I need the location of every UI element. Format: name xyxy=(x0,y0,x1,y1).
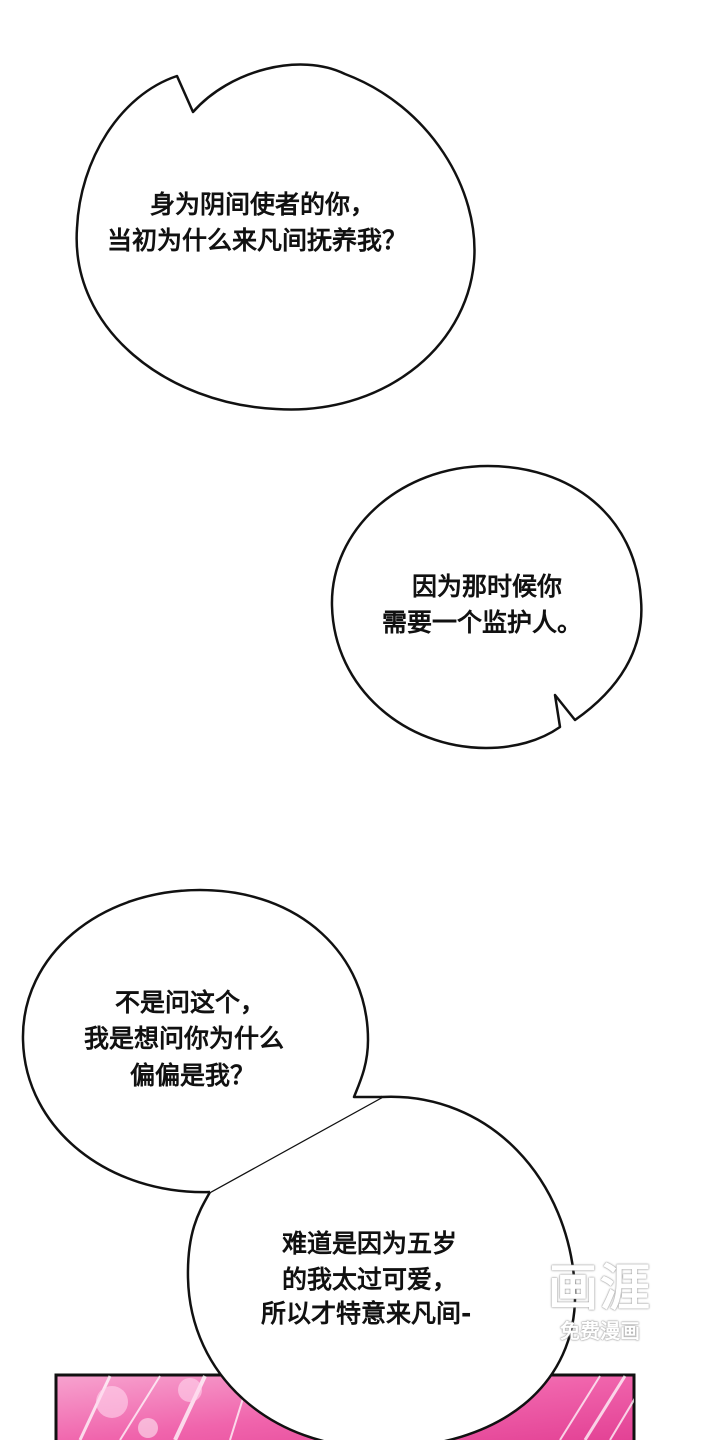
speech-bubble-2 xyxy=(330,464,643,750)
speech-bubble-4 xyxy=(186,1095,577,1440)
bubble-1-line-1: 身为阴间使者的你， xyxy=(150,190,376,219)
bubble-4-line-3: 所以才特意来凡间- xyxy=(261,1299,472,1328)
bubble-3-line-1: 不是问这个， xyxy=(115,988,266,1017)
watermark-subtitle: 免费漫画 xyxy=(560,1319,640,1343)
bubble-4-line-2: 的我太过可爱， xyxy=(282,1265,458,1294)
bubble-2-line-1: 因为那时候你 xyxy=(412,572,563,601)
bubble-3-line-2: 我是想问你为什么 xyxy=(84,1024,285,1053)
speech-bubble-1 xyxy=(75,63,476,411)
bubble-1-line-2: 当初为什么来凡间抚养我？ xyxy=(107,226,408,255)
watermark-logo: 画涯 xyxy=(548,1259,652,1317)
watermark: 画涯 免费漫画 xyxy=(536,1258,664,1344)
bubble-4-line-1: 难道是因为五岁 xyxy=(282,1229,458,1258)
bubble-2-line-2: 需要一个监护人。 xyxy=(382,608,583,637)
speech-bubble-3 xyxy=(21,888,382,1194)
bubble-3-line-3: 偏偏是我？ xyxy=(130,1061,256,1090)
